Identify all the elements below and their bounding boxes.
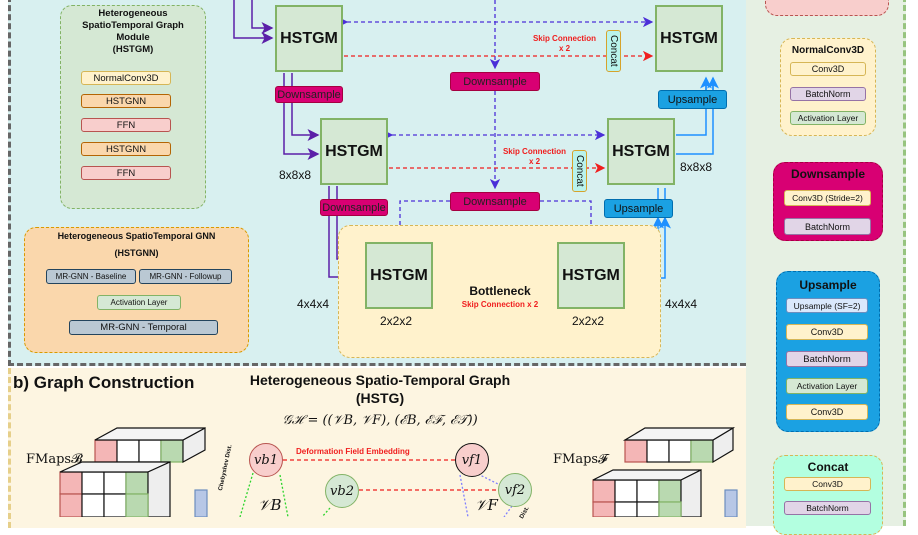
downsample-block: Downsample [320, 199, 388, 216]
node-vb2: vb2 [325, 474, 359, 508]
legend-conv3d: Conv3D [784, 477, 871, 491]
hstgnn-block: HSTGNN [81, 142, 171, 156]
legend-activation: Activation Layer [790, 111, 866, 125]
fmaps-f-label: FMaps𝓕 [553, 452, 608, 467]
downsample-block: Downsample [275, 86, 343, 103]
legend-conv3d: Conv3D [786, 324, 868, 340]
legend-batchnorm: BatchNorm [784, 218, 871, 235]
legend-upsample-title: Upsample [799, 278, 857, 292]
legend-conv3d: Conv3D [786, 404, 868, 420]
hstgnn-title: Heterogeneous SpatioTemporal GNN [57, 231, 216, 241]
deformation-edge-label: Deformation Field Embedding [296, 447, 410, 456]
section-title: b) Graph Construction [13, 373, 195, 392]
mr-gnn-baseline-block: MR-GNN - Baseline [46, 269, 136, 284]
upsample-block: Upsample [658, 90, 727, 109]
feature-map-cubes [59, 426, 738, 517]
legend-conv3d-stride: Conv3D (Stride=2) [784, 190, 871, 206]
dim-label: 2x2x2 [572, 314, 605, 328]
graph-edges [239, 459, 513, 517]
node-vb1: vb1 [249, 443, 283, 477]
hstgnn-subtitle: (HSTGNN) [114, 248, 159, 258]
legend-normalconv3d-title: NormalConv3D [791, 45, 865, 56]
concat-block: Concat [572, 150, 587, 192]
hstg-formula: 𝒢ℋ = ((𝒱B, 𝒱F), (ℰB, ℰℱ, ℰ𝒯)) [282, 413, 478, 428]
legend-downsample-title: Downsample [790, 167, 865, 181]
bottleneck-skip-label: Skip Connection x 2 [461, 300, 539, 309]
hstgm-decoder-2: HSTGM [607, 118, 675, 185]
normalconv3d-block: NormalConv3D [81, 71, 171, 85]
mr-gnn-temporal-block: MR-GNN - Temporal [69, 320, 218, 335]
hstg-subtitle: (HSTG) [355, 390, 405, 406]
dim-label: 4x4x4 [665, 297, 698, 311]
downsample-block: Downsample [450, 72, 540, 91]
legend-concat-title: Concat [807, 460, 849, 474]
downsample-block: Downsample [450, 192, 540, 211]
mr-gnn-followup-block: MR-GNN - Followup [139, 269, 232, 284]
hstg-title: Heterogeneous Spatio-Temporal Graph [249, 372, 511, 388]
activation-layer-block: Activation Layer [97, 295, 181, 310]
dim-label: 2x2x2 [380, 314, 413, 328]
dim-label: 8x8x8 [680, 160, 713, 174]
bottleneck-label: Bottleneck [469, 284, 531, 298]
dim-label: 4x4x4 [297, 297, 330, 311]
hstgm-bottleneck-1: HSTGM [365, 242, 433, 309]
legend-activation: Activation Layer [786, 378, 868, 394]
cross-attention-arrows [337, 0, 654, 240]
node-vf2: vf2 [498, 473, 532, 507]
hstgm-encoder-1: HSTGM [275, 5, 343, 72]
concat-block: Concat [606, 30, 621, 72]
fmaps-b-cube [59, 426, 208, 517]
legend-conv3d: Conv3D [790, 62, 866, 76]
set-vf-label: 𝒱F [475, 496, 498, 514]
legend-batchnorm: BatchNorm [784, 501, 871, 515]
fmaps-f-cube [592, 426, 738, 517]
hstgm-encoder-2: HSTGM [320, 118, 388, 185]
fmaps-b-label: FMaps𝓑 [26, 452, 83, 467]
ffn-block: FFN [81, 118, 171, 132]
legend-batchnorm: BatchNorm [790, 87, 866, 101]
hstgnn-block: HSTGNN [81, 94, 171, 108]
hstgm-decoder-1: HSTGM [655, 5, 723, 72]
legend-batchnorm: BatchNorm [786, 351, 868, 367]
hstgm-bottleneck-2: HSTGM [557, 242, 625, 309]
ffn-block: FFN [81, 166, 171, 180]
legend-upsample-sf: Upsample (SF=2) [786, 298, 868, 313]
upsample-block: Upsample [604, 199, 673, 218]
node-vf1: vf1 [455, 443, 489, 477]
set-vb-label: 𝒱B [258, 496, 282, 514]
dim-label: 8x8x8 [279, 168, 312, 182]
